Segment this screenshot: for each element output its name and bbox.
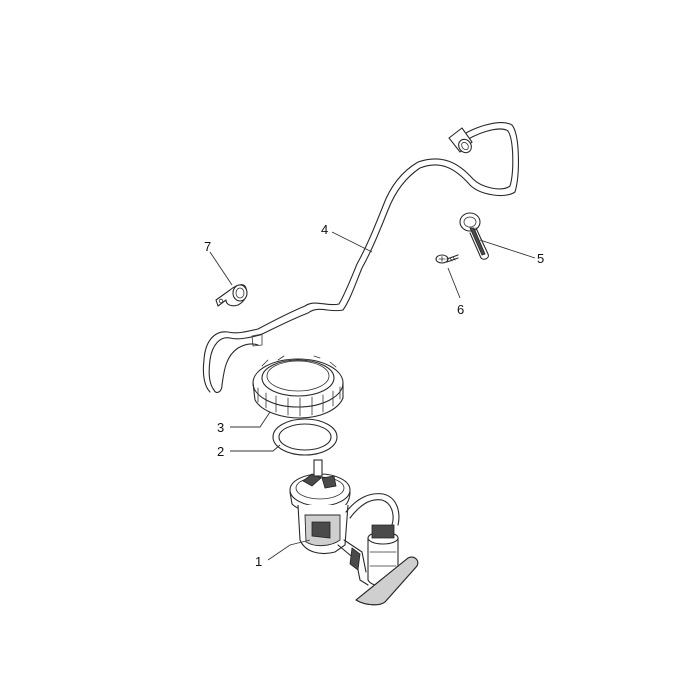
leader-6 <box>447 267 461 299</box>
screw-part <box>435 254 459 264</box>
o-ring-part <box>272 418 338 456</box>
callout-5: 5 <box>537 251 544 266</box>
leader-1 <box>267 539 311 561</box>
callout-1: 1 <box>255 554 262 569</box>
leader-3 <box>230 411 271 428</box>
leader-7 <box>209 251 233 286</box>
pipe-clip-part <box>215 284 248 307</box>
callout-7: 7 <box>204 239 211 254</box>
callout-2: 2 <box>217 444 224 459</box>
leader-5 <box>479 239 536 259</box>
hose-clamp-part <box>459 212 489 260</box>
fuel-pump-part <box>289 459 419 606</box>
ring-nut-part <box>252 355 344 419</box>
callout-labels: 1 2 3 4 5 6 7 <box>204 222 544 569</box>
hose-end-connector <box>448 127 473 154</box>
leader-4 <box>331 231 373 253</box>
leader-2 <box>230 444 281 452</box>
callout-6: 6 <box>457 302 464 317</box>
callout-3: 3 <box>217 420 224 435</box>
callout-4: 4 <box>321 222 328 237</box>
fuel-hose-part <box>202 122 519 394</box>
leader-lines <box>209 231 536 561</box>
